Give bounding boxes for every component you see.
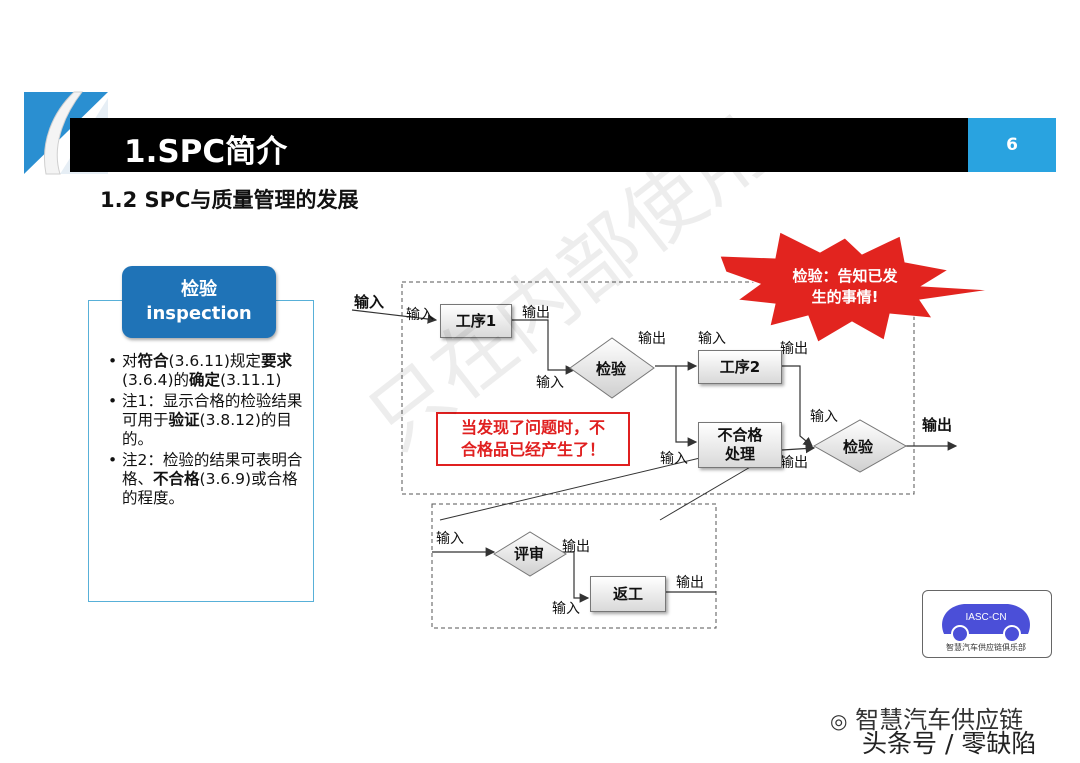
input-label-inspect1: 输入 <box>536 375 564 391</box>
output-label-nonconform: 输出 <box>780 455 808 471</box>
rework-box: 返工 <box>590 576 666 612</box>
slide-title: 1.SPC简介 <box>124 134 288 170</box>
main-input-label: 输入 <box>354 293 385 311</box>
input-label-inspect2: 输入 <box>810 409 838 425</box>
term-badge: 检验 inspection <box>122 266 276 338</box>
starburst-shape <box>719 231 991 343</box>
output-label-rework: 输出 <box>676 575 704 591</box>
wechat-account-name: ◎ 智慧汽车供应链 <box>830 706 1024 734</box>
definition-bullets: 对符合(3.6.11)规定要求(3.6.4)的确定(3.11.1) 注1：显示合… <box>108 352 308 510</box>
input-label-proc2: 输入 <box>698 331 726 347</box>
inspect-1-text: 检验 <box>596 360 627 378</box>
logo-text: IASC-CN <box>965 612 1006 623</box>
output-label-proc2: 输出 <box>780 341 808 357</box>
review-diamond <box>493 531 567 577</box>
page-number: 6 <box>968 118 1056 172</box>
inspect-diamond-1 <box>569 337 655 399</box>
header-bar <box>70 118 970 172</box>
review-text: 评审 <box>514 545 545 563</box>
process-1-box: 工序1 <box>440 304 512 338</box>
toutiao-account: 头条号 / 零缺陷 <box>862 729 1037 758</box>
warning-callout: 当发现了问题时，不 合格品已经产生了！ <box>436 412 630 466</box>
inspect-2-text: 检验 <box>843 438 874 456</box>
process-2-box: 工序2 <box>698 350 782 384</box>
bullet-1: 对符合(3.6.11)规定要求(3.6.4)的确定(3.11.1) <box>108 352 308 390</box>
output-label-inspect1: 输出 <box>638 331 666 347</box>
output-label-review: 输出 <box>562 539 590 555</box>
car-logo-icon: IASC-CN <box>942 604 1030 642</box>
term-cn: 检验 <box>181 279 217 300</box>
input-label-review: 输入 <box>436 531 464 547</box>
input-label-proc1: 输入 <box>406 307 434 323</box>
wechat-icon: ◎ <box>830 709 848 733</box>
input-label-nonconform: 输入 <box>660 451 688 467</box>
input-label-rework: 输入 <box>552 601 580 617</box>
nonconform-box: 不合格处理 <box>698 422 782 468</box>
section-subtitle: 1.2 SPC与质量管理的发展 <box>100 188 359 212</box>
bullet-2: 注1：显示合格的检验结果可用于验证(3.8.12)的目的。 <box>108 392 308 449</box>
starburst-callout-text: 检验：告知已发 生的事情! <box>792 267 898 306</box>
bullet-3: 注2：检验的结果可表明合格、不合格(3.6.9)或合格的程度。 <box>108 451 308 508</box>
inspect-diamond-2 <box>812 419 908 473</box>
term-en: inspection <box>146 303 252 324</box>
main-output-label: 输出 <box>922 416 953 434</box>
logo-subtext: 智慧汽车供应链俱乐部 <box>946 643 1026 652</box>
output-label-proc1: 输出 <box>522 305 550 321</box>
